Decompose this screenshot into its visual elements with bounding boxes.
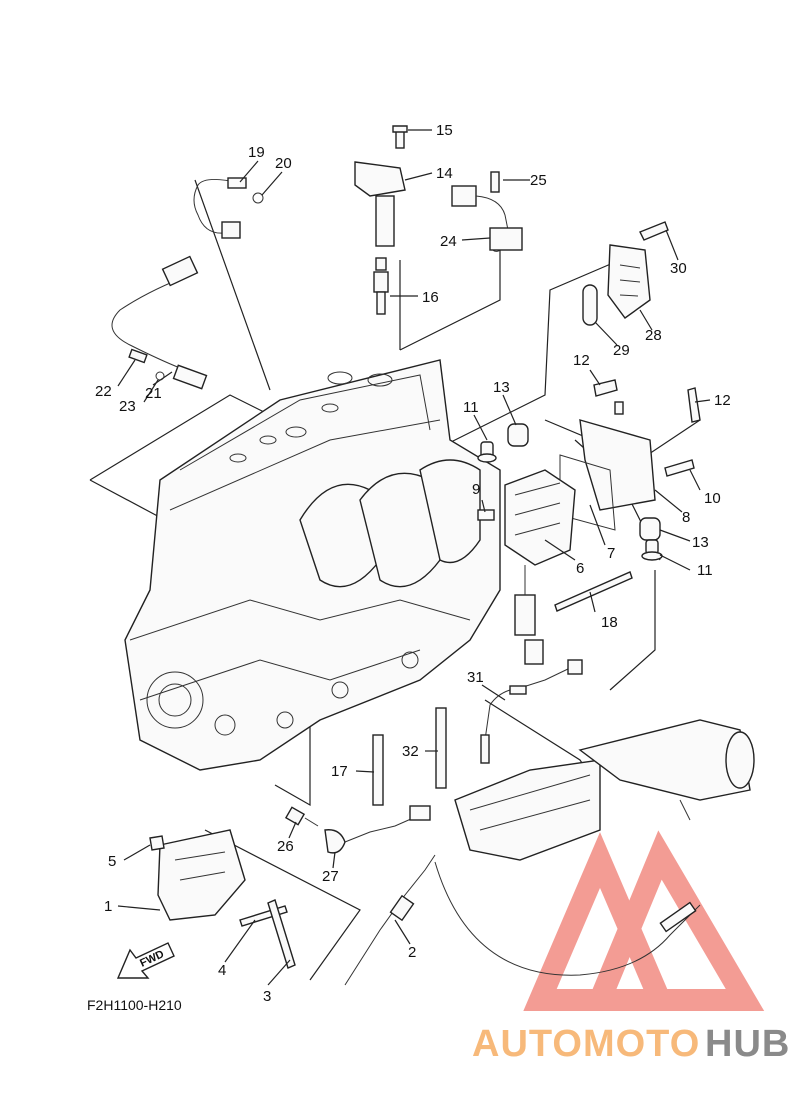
callout-23: 23 xyxy=(119,398,136,415)
callout-30: 30 xyxy=(670,260,687,277)
callout-15: 15 xyxy=(436,122,453,139)
sensor-31 xyxy=(480,659,583,764)
callout-5: 5 xyxy=(108,853,116,870)
watermark-logo xyxy=(523,830,765,1011)
throttle-lever xyxy=(149,829,296,969)
callout-leaders xyxy=(117,129,711,986)
sensor-21 xyxy=(111,255,208,390)
grommets xyxy=(477,423,663,561)
sensor-26-27 xyxy=(284,805,431,854)
callout-27: 27 xyxy=(322,868,339,885)
callout-10: 10 xyxy=(704,490,721,507)
callout-20: 20 xyxy=(275,155,292,172)
callout-16: 16 xyxy=(422,289,439,306)
callout-13b: 13 xyxy=(692,534,709,551)
callout-22: 22 xyxy=(95,383,112,400)
callout-labels: 1 2 3 4 5 6 7 8 9 10 11 11 12 12 13 13 1… xyxy=(95,122,731,1005)
callout-17: 17 xyxy=(331,763,348,780)
callout-31: 31 xyxy=(467,669,484,686)
callout-3: 3 xyxy=(263,988,271,1005)
watermark-text: AUTOMOTO HUB xyxy=(472,1023,790,1065)
callout-29: 29 xyxy=(613,342,630,359)
ecu-6 xyxy=(477,469,576,665)
spark-plug xyxy=(373,257,389,315)
watermark-part2: HUB xyxy=(705,1023,790,1065)
throttle-cable-2 xyxy=(344,854,701,986)
ignition-coil xyxy=(354,125,408,247)
callout-1: 1 xyxy=(104,898,112,915)
callout-21: 21 xyxy=(145,385,162,402)
callout-9: 9 xyxy=(472,481,480,498)
engine-block xyxy=(124,359,501,771)
callout-25: 25 xyxy=(530,172,547,189)
callout-2: 2 xyxy=(408,944,416,961)
callout-13: 13 xyxy=(493,379,510,396)
tie-straps xyxy=(372,571,633,806)
callout-32: 32 xyxy=(402,743,419,760)
callout-11: 11 xyxy=(463,399,479,416)
callout-14: 14 xyxy=(436,165,453,182)
callout-8: 8 xyxy=(682,509,690,526)
callout-26: 26 xyxy=(277,838,294,855)
callout-18: 18 xyxy=(601,614,618,631)
callout-24: 24 xyxy=(440,233,457,250)
callout-12b: 12 xyxy=(714,392,731,409)
watermark-part1: AUTOMOTO xyxy=(472,1023,700,1065)
callout-19: 19 xyxy=(248,144,265,161)
sensor-28 xyxy=(582,221,669,326)
fwd-arrow: FWD xyxy=(116,942,175,979)
exhaust-manifold xyxy=(454,719,755,861)
knock-sensor-lead xyxy=(193,177,264,239)
callout-7: 7 xyxy=(607,545,615,562)
callout-6: 6 xyxy=(576,560,584,577)
callout-11b: 11 xyxy=(697,562,713,579)
callout-28: 28 xyxy=(645,327,662,344)
callout-4: 4 xyxy=(218,962,226,979)
diagram-code: F2H1100-H210 xyxy=(87,997,182,1013)
bracket-8 xyxy=(559,379,701,531)
sensor-24 xyxy=(451,171,523,252)
callout-12: 12 xyxy=(573,352,590,369)
